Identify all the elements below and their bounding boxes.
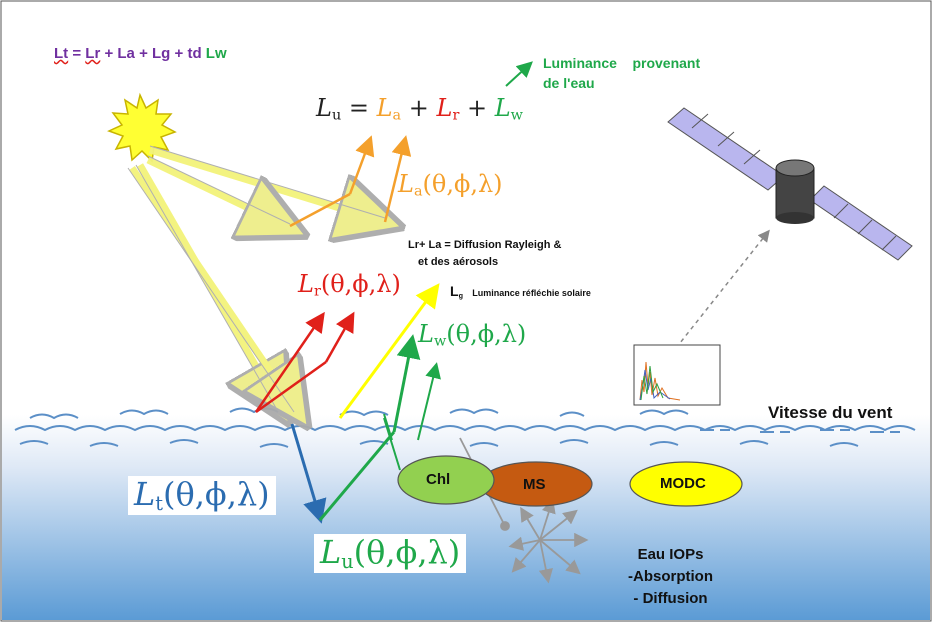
sea-surface-waves <box>14 407 916 448</box>
iops-note: Eau IOPs -Absorption - Diffusion <box>628 546 713 607</box>
aerosol-radiance-label: La(θ,ϕ,λ) <box>398 170 503 200</box>
chl-ellipse <box>397 455 495 505</box>
radiance-budget-formula: Lt = Lr + La + Lg + td Lw <box>54 45 227 62</box>
satellite-icon <box>667 107 913 261</box>
sea-body <box>2 415 930 620</box>
wind-speed-label: Vitesse du vent <box>768 403 893 422</box>
iop-scatter-arrows <box>459 437 589 584</box>
signal-to-satellite-arrow <box>675 229 770 349</box>
sun-icon <box>107 92 177 163</box>
note-pointer-arrow <box>505 61 533 87</box>
ms-label: MS <box>523 476 546 493</box>
rayleigh-scatter-arrows <box>254 311 355 414</box>
water-constituents <box>397 455 743 507</box>
spectrum-plot-icon <box>633 344 721 406</box>
chl-label: Chl <box>426 471 451 488</box>
transmitted-arrow <box>290 423 327 524</box>
modc-ellipse <box>629 461 743 507</box>
water-radiance-label: Lw(θ,ϕ,λ) <box>418 320 527 350</box>
upwelling-radiance-label: Lu(θ,ϕ,λ) <box>314 534 467 573</box>
solar-incident-rays <box>129 146 385 412</box>
aerosol-scatter-arrows <box>289 135 412 228</box>
rayleigh-radiance-label: Lr(θ,ϕ,λ) <box>298 270 401 300</box>
glint-note: Lg Luminance réfléchie solaire <box>450 283 591 300</box>
water-luminance-note: Luminance provenant de l'eau <box>543 55 701 92</box>
total-radiance-label: Lt(θ,ϕ,λ) <box>128 476 276 515</box>
sun-glint-arrow <box>338 283 440 419</box>
water-leaving-arrows <box>318 334 441 521</box>
modc-label: MODC <box>660 475 706 492</box>
rayleigh-aerosol-note: Lr+ La = Diffusion Rayleigh & et des aér… <box>408 239 562 268</box>
upwelling-formula: Lu = La + Lr + Lw <box>316 94 523 124</box>
